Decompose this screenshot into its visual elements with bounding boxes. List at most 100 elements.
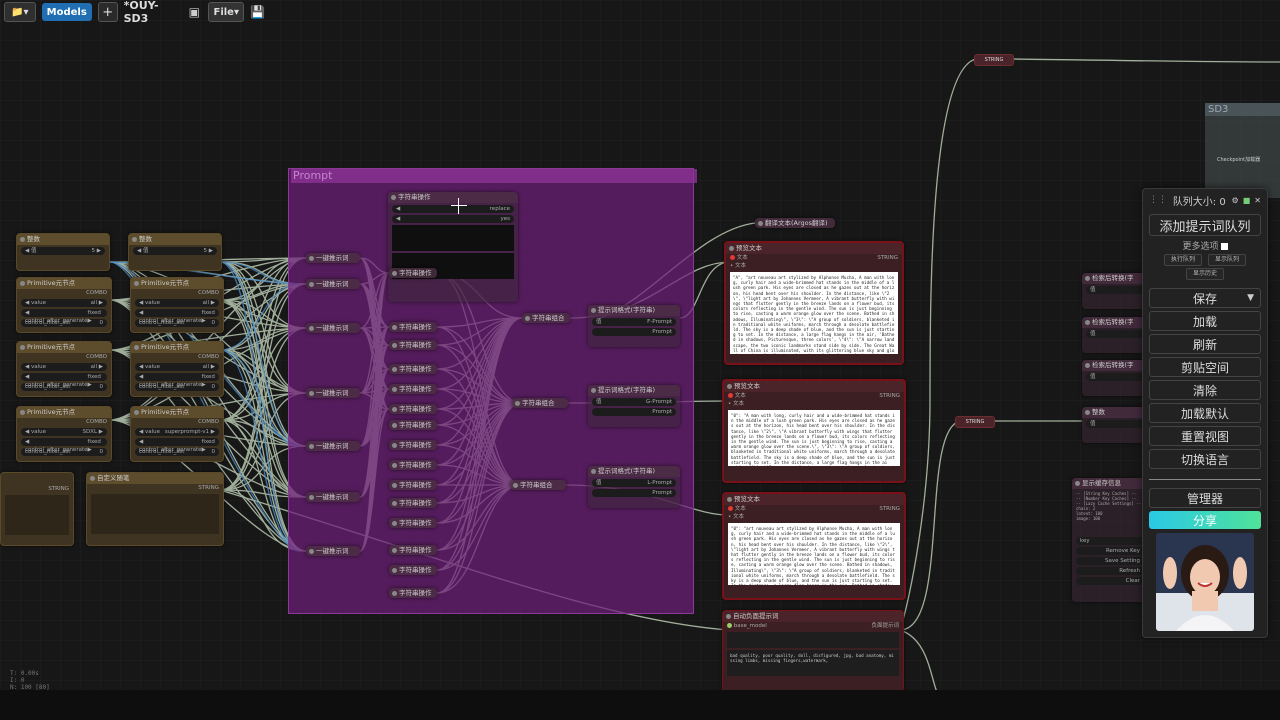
concat-node-3[interactable]: 字符串组合 — [510, 480, 566, 490]
string-output-node[interactable]: STRING — [0, 472, 74, 546]
custom-text-node[interactable]: 自定义随笔 STRING — [86, 472, 224, 546]
share-button[interactable]: 分享 — [1149, 511, 1261, 529]
new-workflow-button[interactable]: + — [97, 2, 118, 22]
yes-widget[interactable]: ◀yes — [392, 215, 514, 223]
reset-view-button[interactable]: 重置视图 — [1149, 426, 1261, 446]
combo-output-port[interactable]: COMBO — [86, 354, 107, 360]
prompt-option-node[interactable]: 一键推示词 — [306, 323, 360, 333]
cond-node-3[interactable]: 检索后转换(字值 — [1082, 360, 1148, 396]
cache-info-node[interactable]: 显示缓存信息 -- [String Key Caches] ---- [Numb… — [1072, 478, 1148, 602]
sd3-group[interactable]: SD3 Checkpoint加载器 — [1205, 103, 1280, 198]
string-output-port[interactable]: STRING — [48, 486, 69, 492]
prompt-option-node[interactable]: 一键推示词 — [306, 279, 360, 289]
save-button[interactable]: 保存▼ — [1149, 288, 1261, 308]
preview-textarea[interactable]: "A", "art nouveau art stylized by Alphon… — [730, 272, 898, 354]
replace-widget[interactable]: ◀replace — [392, 205, 514, 213]
string-operation-node[interactable]: 字符串操作 — [389, 384, 437, 394]
string-operation-node[interactable]: 字符串操作 — [389, 322, 437, 332]
string-operation-node[interactable]: 字符串操作 — [389, 404, 437, 414]
chevron-down-icon[interactable]: ▼ — [1247, 293, 1254, 303]
string-operation-node[interactable]: 字符串操作 — [389, 268, 437, 278]
manager-button[interactable]: 管理器 — [1149, 488, 1261, 508]
preview-textarea[interactable]: "0": "A man with long, curly hair and a … — [728, 410, 900, 466]
string-operation-node[interactable]: 字符串操作 — [389, 498, 437, 508]
image-icon[interactable]: ▣ — [188, 5, 200, 19]
cond-value-widget[interactable]: 值 — [1086, 373, 1144, 381]
load-button[interactable]: 加载 — [1149, 311, 1261, 331]
prompt-widget[interactable]: Prompt — [592, 408, 676, 416]
string-operation-node[interactable]: 字符串操作 — [389, 565, 437, 575]
more-options-checkbox[interactable] — [1220, 243, 1228, 250]
chart-icon[interactable]: ■ — [1242, 195, 1251, 205]
combo-output-port[interactable]: COMBO — [86, 419, 107, 425]
cond-value-widget[interactable]: 值 — [1086, 330, 1144, 338]
folder-menu-button[interactable]: 📁▾ — [4, 2, 36, 22]
integer-node-right[interactable]: 整数值 — [1082, 407, 1148, 443]
combo-output-port[interactable]: COMBO — [198, 354, 219, 360]
save-settings-button[interactable]: Save Setting — [1076, 557, 1144, 565]
prompt-widget[interactable]: Prompt — [592, 489, 676, 497]
key-input[interactable]: key — [1076, 537, 1144, 545]
queue-prompt-button[interactable]: 添加提示词队列 — [1149, 214, 1261, 236]
cond-value-widget[interactable]: 值 — [1086, 286, 1144, 294]
gear-icon[interactable]: ⚙ — [1231, 195, 1239, 205]
string-operation-node[interactable]: 字符串操作 ◀replace ◀yes — [388, 192, 518, 302]
text-input-area[interactable] — [91, 494, 219, 534]
clear-button[interactable]: 清除 — [1149, 380, 1261, 400]
prompt-widget[interactable]: Prompt — [592, 328, 676, 336]
string-operation-node[interactable]: 字符串操作 — [389, 588, 437, 598]
combo-output-port[interactable]: COMBO — [198, 419, 219, 425]
remove-key-button[interactable]: Remove Key — [1076, 547, 1144, 555]
prompt-option-node[interactable]: 一键推示词 — [306, 492, 360, 502]
string-operation-node[interactable]: 字符串操作 — [389, 545, 437, 555]
clear-button[interactable]: Clear — [1076, 577, 1144, 585]
concat-node-2[interactable]: 字符串组合 — [512, 398, 568, 408]
load-default-button[interactable]: 加载默认 — [1149, 403, 1261, 423]
close-icon[interactable]: ✕ — [1254, 195, 1261, 205]
int-value-widget[interactable]: 值 — [1086, 420, 1144, 428]
cond-node-1[interactable]: 检索后转换(字值 — [1082, 273, 1148, 309]
string-operation-node[interactable]: 字符串操作 — [389, 518, 437, 528]
translate-node[interactable]: 翻译文本(Argos翻译) — [755, 218, 835, 228]
models-button[interactable]: Models — [41, 3, 92, 21]
queue-menu-panel[interactable]: ⋮⋮ 队列大小: 0 ⚙ ■ ✕ 添加提示词队列 更多选项 执行队列 显示队列 … — [1142, 188, 1268, 638]
show-history-button[interactable]: 显示历史 — [1185, 268, 1224, 280]
prompt-option-node[interactable]: 一键推示词 — [306, 253, 360, 263]
string-reroute-top[interactable]: STRING — [974, 54, 1014, 66]
combo-output-port[interactable]: COMBO — [86, 290, 107, 296]
show-queue-button[interactable]: 显示队列 — [1208, 254, 1247, 266]
combo-output-port[interactable]: COMBO — [198, 290, 219, 296]
